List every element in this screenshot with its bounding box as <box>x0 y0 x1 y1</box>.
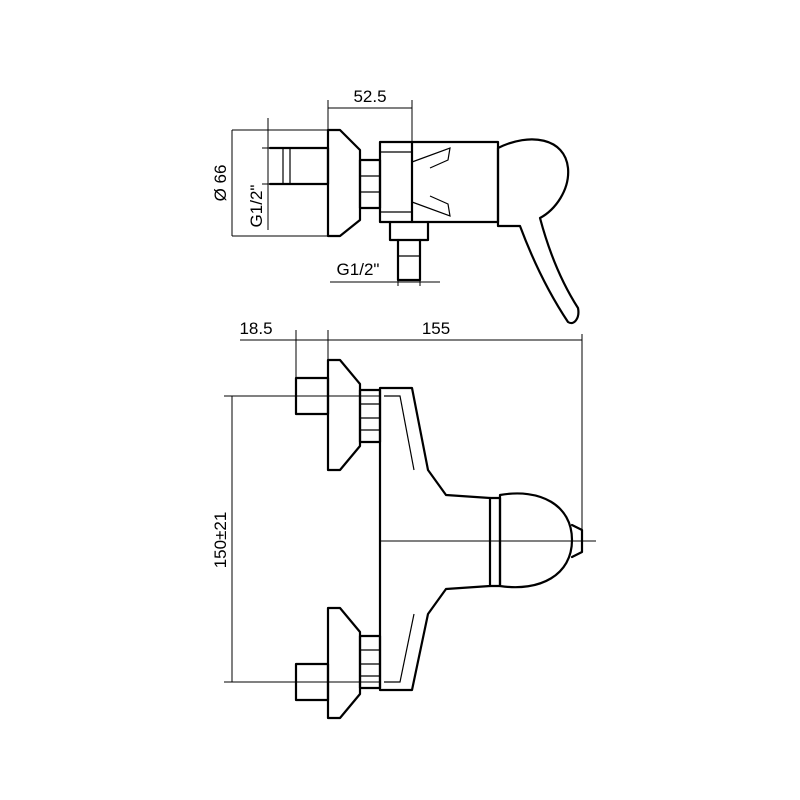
dimension-diameter-66: Ø 66 <box>211 129 328 237</box>
lower-connector <box>294 606 382 720</box>
dimension-52-5: 52.5 <box>327 87 413 148</box>
valve-body-side <box>378 140 500 224</box>
inlet-nipple <box>268 146 330 186</box>
outlet-nipple <box>388 220 430 282</box>
wall-flange-side <box>326 128 362 238</box>
dimension-52-5-label: 52.5 <box>353 87 386 106</box>
dimension-outlet-thread-label: G1/2" <box>337 260 380 279</box>
dimension-150-21: 150±21 <box>211 395 380 683</box>
valve-body-front <box>378 386 492 692</box>
lever-handle-side <box>496 138 580 325</box>
dimension-155: 155 <box>328 319 583 530</box>
dimension-inlet-thread: G1/2" <box>247 118 270 230</box>
dimension-18-5-label: 18.5 <box>239 319 272 338</box>
front-view: 18.5 155 150±21 <box>211 319 596 720</box>
dimension-inlet-thread-label: G1/2" <box>247 185 266 228</box>
upper-wall-flange <box>326 358 362 472</box>
side-view: 52.5 Ø 66 G1/2" G1/2" <box>211 87 580 325</box>
upper-connector <box>294 358 382 472</box>
dimension-155-label: 155 <box>422 319 450 338</box>
lower-wall-flange <box>326 606 362 720</box>
hex-nut-side <box>358 158 382 210</box>
dimension-150-21-label: 150±21 <box>211 512 230 569</box>
dimension-outlet-thread: G1/2" <box>330 260 440 286</box>
dimension-18-5: 18.5 <box>239 319 329 378</box>
lever-handle-front <box>488 492 584 589</box>
dimension-diameter-66-label: Ø 66 <box>211 165 230 202</box>
